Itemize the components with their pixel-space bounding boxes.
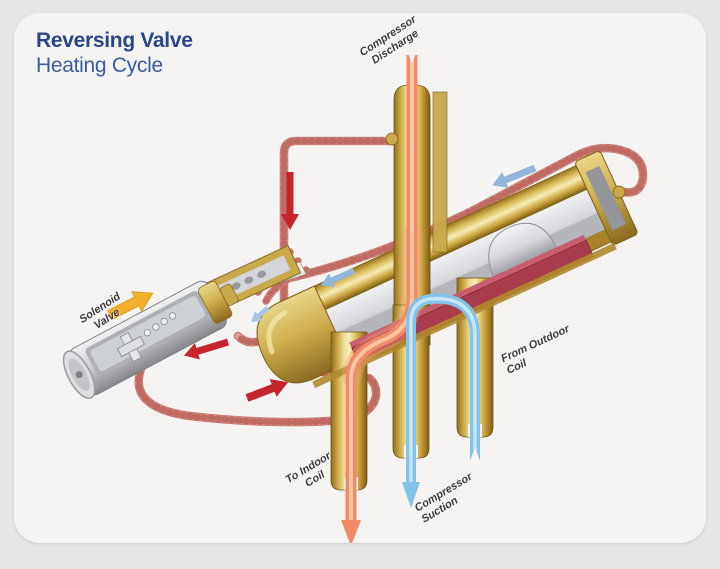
title-line-2: Heating Cycle	[36, 53, 163, 77]
compressor-discharge-pipe	[385, 84, 448, 346]
solenoid-arrow	[107, 291, 154, 320]
valve-internals	[256, 222, 558, 384]
diagram-card: Reversing Valve Heating Cycle Compressor…	[14, 13, 706, 543]
solenoid-valve-body	[62, 280, 239, 399]
reversing-valve-diagram	[62, 49, 648, 543]
title-line-1: Reversing Valve	[36, 29, 193, 52]
piston-arrow	[245, 379, 289, 402]
flow-arrows	[107, 164, 537, 402]
pilot-tube-arrow	[281, 172, 299, 230]
pilot-blue-arrow	[251, 306, 270, 323]
slide-arrow-mid	[320, 268, 356, 288]
slide-arrow-top	[492, 164, 537, 188]
flow-ribbons	[341, 49, 481, 543]
pilot-return-arrow	[184, 338, 230, 360]
page-title: Reversing Valve Heating Cycle	[36, 29, 193, 79]
